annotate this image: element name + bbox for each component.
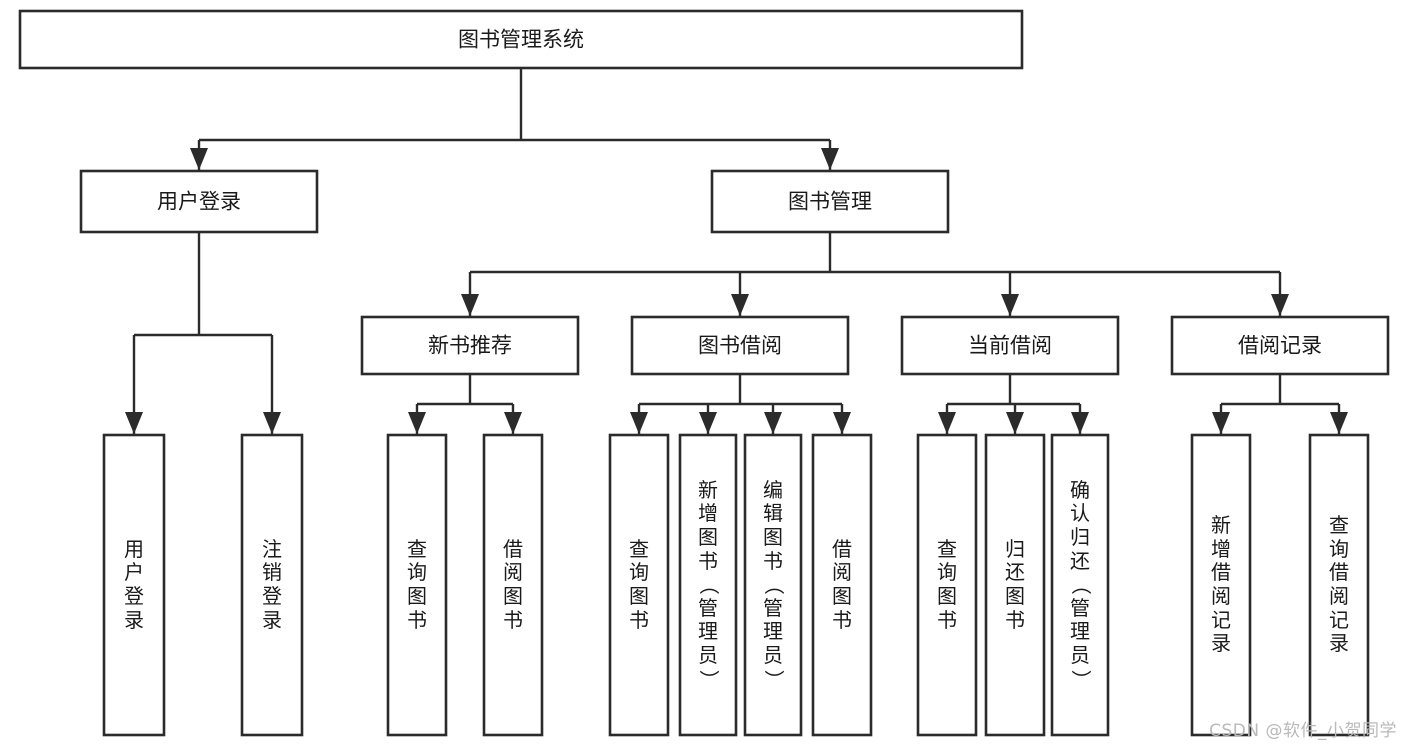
leaf-leaf-query-book-2-box[interactable]: [608, 433, 670, 737]
conn-book-borrow-arrow-0: [630, 412, 648, 434]
leaf-leaf-return-book[interactable]: [984, 433, 1046, 737]
leaf-leaf-return-book-box[interactable]: [984, 433, 1046, 737]
node-user-login-label: 用户登录: [157, 190, 241, 214]
leaf-leaf-user-logout[interactable]: [240, 433, 304, 737]
node-new-book-rec-box[interactable]: [360, 315, 580, 376]
node-root-label: 图书管理系统: [458, 28, 584, 52]
leaf-leaf-add-book[interactable]: [678, 433, 738, 737]
node-book-borrow-label: 图书借阅: [698, 334, 782, 358]
conn-book-manage-arrow-3: [1271, 294, 1289, 316]
leaf-leaf-query-book-1-box[interactable]: [386, 433, 448, 737]
conn-user-login-arrow-0: [125, 412, 143, 434]
leaf-leaf-borrow-book-1[interactable]: [482, 433, 544, 737]
leaf-leaf-query-book-1[interactable]: [386, 433, 448, 737]
leaf-leaf-query-record-box[interactable]: [1308, 433, 1370, 737]
conn-root-arrow-0: [190, 148, 208, 170]
leaf-leaf-user-logout-box[interactable]: [240, 433, 304, 737]
leaf-leaf-query-book-3-box[interactable]: [916, 433, 978, 737]
node-root[interactable]: 图书管理系统: [18, 9, 1024, 70]
conn-user-login-arrow-1: [263, 412, 281, 434]
conn-book-borrow-arrow-2: [764, 412, 782, 434]
conn-book-borrow-arrow-3: [833, 412, 851, 434]
watermark-label: CSDN @软件_小贺同学: [1209, 721, 1397, 741]
conn-book-manage-arrow-1: [731, 294, 749, 316]
node-book-manage[interactable]: 图书管理: [710, 169, 950, 234]
conn-current-borrow-arrow-2: [1071, 412, 1089, 434]
leaf-leaf-query-record[interactable]: [1308, 433, 1370, 737]
node-book-borrow[interactable]: 图书借阅: [630, 315, 850, 376]
leaf-leaf-add-record-box[interactable]: [1190, 433, 1252, 737]
node-borrow-record[interactable]: 借阅记录: [1170, 315, 1390, 376]
node-current-borrow-box[interactable]: [900, 315, 1120, 376]
leaf-leaf-borrow-book-2[interactable]: [811, 433, 873, 737]
leaf-leaf-user-login[interactable]: [102, 433, 166, 737]
leaf-leaf-edit-book[interactable]: [743, 433, 803, 737]
node-new-book-rec[interactable]: 新书推荐: [360, 315, 580, 376]
conn-book-manage-arrow-2: [1001, 294, 1019, 316]
node-borrow-record-label: 借阅记录: [1238, 334, 1322, 358]
conn-current-borrow-arrow-0: [938, 412, 956, 434]
node-user-login[interactable]: 用户登录: [79, 169, 319, 234]
leaf-leaf-add-record[interactable]: [1190, 433, 1252, 737]
conn-borrow-record-arrow-1: [1330, 412, 1348, 434]
conn-borrow-record-arrow-0: [1212, 412, 1230, 434]
leaf-leaf-user-login-box[interactable]: [102, 433, 166, 737]
conn-current-borrow-arrow-1: [1006, 412, 1024, 434]
node-book-manage-label: 图书管理: [788, 190, 872, 214]
leaf-leaf-borrow-book-1-box[interactable]: [482, 433, 544, 737]
leaf-leaf-confirm-return[interactable]: [1050, 433, 1110, 737]
node-new-book-rec-label: 新书推荐: [428, 334, 512, 358]
leaf-leaf-query-book-3[interactable]: [916, 433, 978, 737]
leaf-leaf-borrow-book-2-box[interactable]: [811, 433, 873, 737]
node-root-box[interactable]: [18, 9, 1024, 70]
leaf-leaf-confirm-return-box[interactable]: [1050, 433, 1110, 737]
conn-new-book-rec-arrow-1: [504, 412, 522, 434]
leaf-leaf-edit-book-box[interactable]: [743, 433, 803, 737]
conn-root-arrow-1: [821, 148, 839, 170]
node-user-login-box[interactable]: [79, 169, 319, 234]
conn-book-manage-arrow-0: [461, 294, 479, 316]
conn-book-borrow-arrow-1: [699, 412, 717, 434]
leaf-leaf-query-book-2[interactable]: [608, 433, 670, 737]
node-current-borrow[interactable]: 当前借阅: [900, 315, 1120, 376]
conn-new-book-rec-arrow-0: [408, 412, 426, 434]
node-current-borrow-label: 当前借阅: [968, 334, 1052, 358]
leaf-leaf-add-book-box[interactable]: [678, 433, 738, 737]
